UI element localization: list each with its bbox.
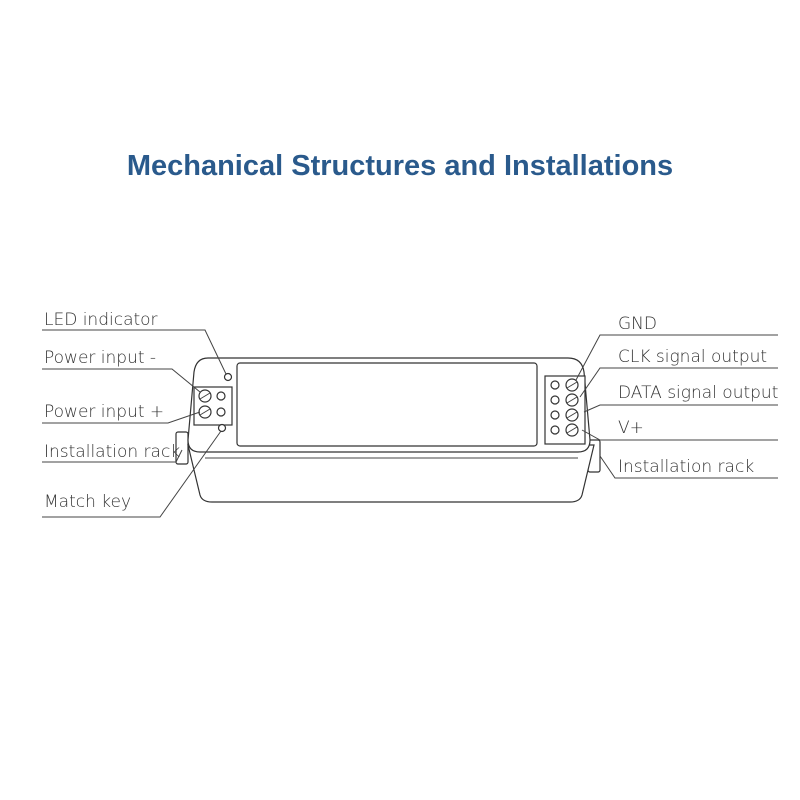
label-data-output: DATA signal output [618, 383, 778, 403]
controller-device [175, 357, 601, 503]
label-power-input-minus: Power input - [44, 348, 156, 368]
label-installation-rack-left: Installation rack [44, 442, 180, 462]
label-installation-rack-right: Installation rack [618, 457, 754, 477]
label-match-key: Match key [44, 492, 131, 512]
match-key-button[interactable] [217, 423, 227, 433]
label-power-input-plus: Power input + [44, 402, 164, 422]
led-indicator-icon [223, 372, 233, 382]
label-gnd: GND [618, 314, 657, 334]
label-clk-output: CLK signal output [618, 347, 767, 367]
page-title: Mechanical Structures and Installations [126, 150, 674, 182]
label-area [236, 362, 538, 447]
label-vplus: V+ [618, 418, 644, 438]
label-led-indicator: LED indicator [44, 310, 158, 330]
